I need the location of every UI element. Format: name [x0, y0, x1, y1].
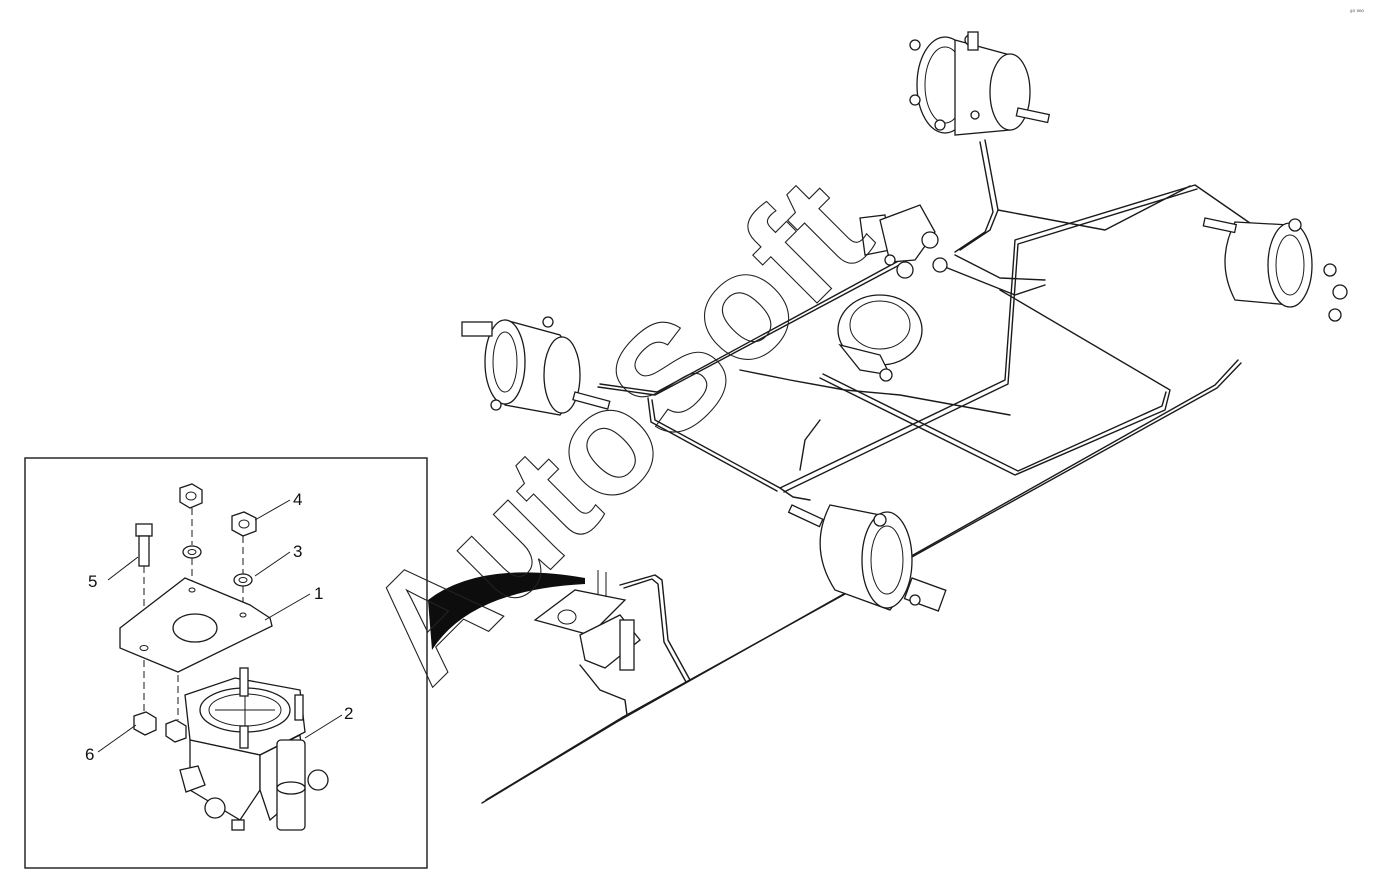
- detail-magnifier-wedge: [428, 572, 585, 650]
- brake-chamber-right: [1202, 217, 1348, 322]
- nut-icon: [165, 719, 187, 743]
- callout-2: 2: [344, 704, 353, 723]
- callout-1: 1: [314, 584, 323, 603]
- load-sensing-valve-small: [533, 570, 641, 671]
- nut-icon: [133, 711, 157, 736]
- nut-icon: [231, 511, 257, 537]
- bracket-icon: [119, 577, 273, 673]
- brake-pipe-network: [481, 139, 1261, 804]
- washer-icon: [182, 545, 202, 559]
- corner-mark: ⁸⁰ ⁰⁰⁰: [1350, 9, 1364, 16]
- callout-3: 3: [293, 542, 302, 561]
- brake-chamber-left: [461, 316, 611, 416]
- brake-chamber-top: [909, 31, 1051, 136]
- bolt-icon: [135, 523, 153, 567]
- relay-valve-assembly: [837, 204, 948, 382]
- brake-chamber-bottom: [787, 504, 947, 612]
- callout-6: 6: [85, 745, 94, 764]
- callout-4: 4: [293, 490, 302, 509]
- detail-inset: 1 2 3 4 5 6: [24, 457, 428, 869]
- callout-5: 5: [88, 572, 97, 591]
- washer-icon: [233, 573, 253, 587]
- valve-icon: [179, 667, 329, 831]
- nut-icon: [179, 483, 203, 509]
